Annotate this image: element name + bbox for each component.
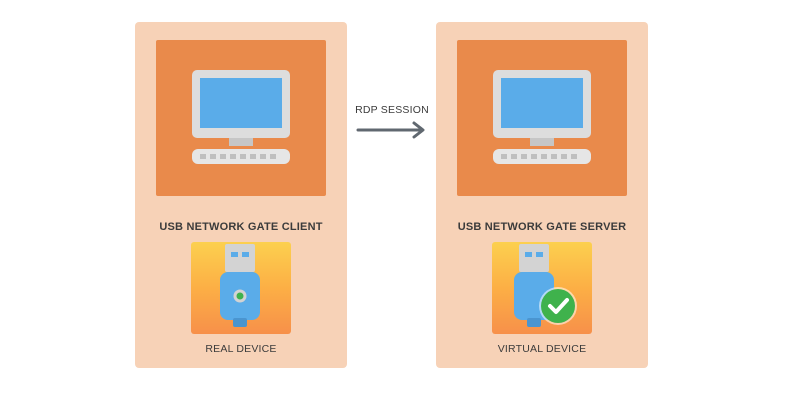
usb-drive-icon — [220, 244, 260, 327]
rdp-session-label: RDP SESSION — [355, 104, 429, 116]
client-device-card — [191, 242, 291, 334]
server-panel: USB NETWORK GATE SERVER VIRTUAL DEVICE — [436, 22, 648, 368]
client-monitor-card — [156, 40, 326, 196]
computer-monitor-icon — [493, 70, 591, 164]
real-device-label: REAL DEVICE — [205, 343, 277, 355]
server-device-card — [492, 242, 592, 334]
server-monitor-card — [457, 40, 627, 196]
virtual-device-label: VIRTUAL DEVICE — [497, 343, 587, 355]
server-title: USB NETWORK GATE SERVER — [457, 221, 627, 233]
computer-monitor-icon — [192, 70, 290, 164]
check-circle-icon — [539, 287, 577, 325]
client-title: USB NETWORK GATE CLIENT — [159, 221, 323, 233]
arrow-right-icon — [356, 121, 425, 139]
client-panel: USB NETWORK GATE CLIENT REAL DEVICE — [135, 22, 347, 368]
usb-drive-with-check-icon — [514, 244, 577, 327]
